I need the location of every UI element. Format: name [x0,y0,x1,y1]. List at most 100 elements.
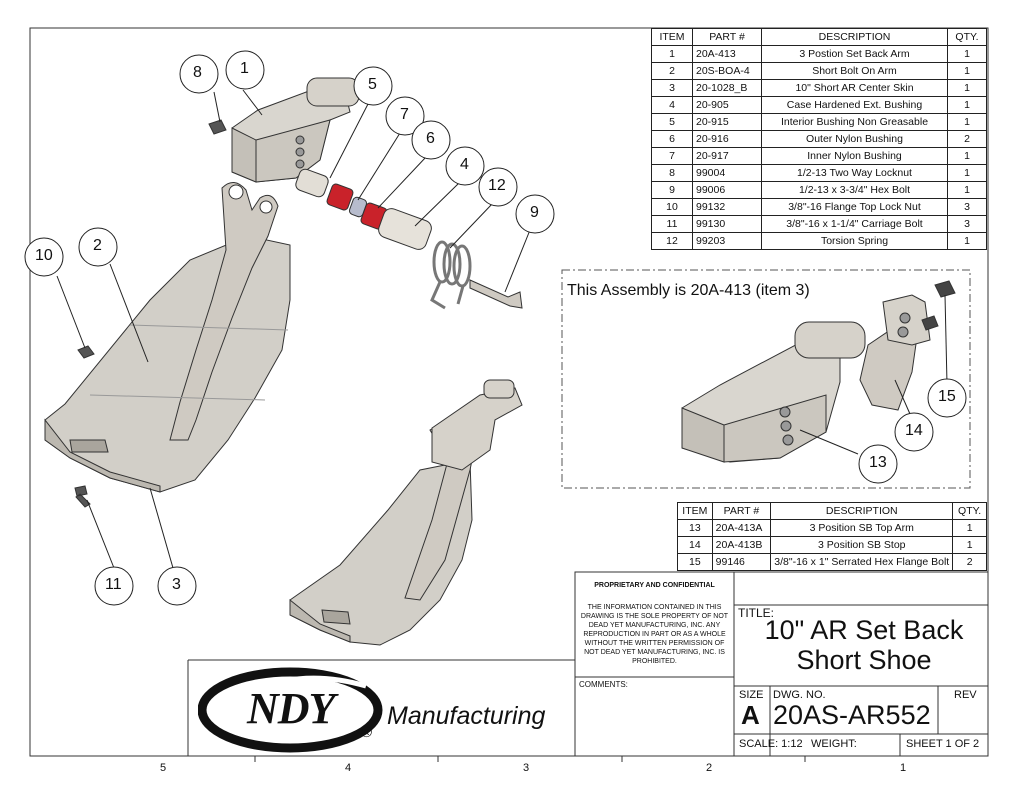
torsion-spring [430,240,472,310]
bom-part-number: 99004 [692,164,762,182]
bom-description: 10" Short AR Center Skin [761,79,948,97]
bom-part-number: 99146 [711,553,772,571]
balloon-1: 1 [240,60,249,77]
zone-label: 5 [160,762,167,774]
proprietary-heading: PROPRIETARY AND CONFIDENTIAL [594,582,715,589]
bom-header-item: ITEM [677,502,713,520]
bom-header-row: ITEM PART # DESCRIPTION QTY. [677,502,987,520]
logo-brand: NDY [247,684,335,733]
dwg-number-label: DWG. NO. [773,689,826,701]
bom-part-number: 20S-BOA-4 [692,62,762,80]
proprietary-body: THE INFORMATION CONTAINED IN THIS DRAWIN… [580,604,729,665]
bom-qty: 1 [947,181,987,199]
size-value: A [741,700,760,730]
set-back-arm-exploded [208,77,360,183]
hex-bolt [469,279,523,309]
bom-part-number: 20-1028_B [692,79,762,97]
bom-description: 3 Position SB Top Arm [770,519,954,537]
ext-bushing [378,208,432,250]
proprietary-notice: PROPRIETARY AND CONFIDENTIAL THE INFORMA… [577,582,732,666]
drawing-title-line1: 10" AR Set Back [764,615,964,645]
bom-header-qty: QTY. [952,502,987,520]
bom-qty: 1 [947,232,987,250]
interior-bushing [295,168,329,198]
assembled-shoe [289,379,523,646]
bom-qty: 2 [952,553,987,571]
rev-label: REV [954,689,977,701]
weight-label: WEIGHT: [811,738,857,750]
bom-part-number: 20A-413A [711,519,772,537]
drawing-title-line2: Short Shoe [796,645,932,675]
balloon-8: 8 [193,64,202,81]
balloon-4: 4 [460,156,469,173]
zone-label: 3 [523,762,530,774]
balloon-12: 12 [488,177,506,194]
balloon-5: 5 [368,76,377,93]
balloon-14: 14 [905,422,923,439]
scale-label: SCALE: 1:12 [739,738,803,750]
bom-qty: 1 [947,62,987,80]
balloon-3: 3 [172,576,181,593]
balloon-13: 13 [869,454,887,471]
sheet-label: SHEET 1 OF 2 [906,738,980,750]
locknut [208,119,227,135]
top-arm-subassembly [681,280,956,463]
balloon-7: 7 [400,106,409,123]
bom-part-number: 20A-413B [711,536,772,554]
bom-description: 3 Position SB Stop [770,536,954,554]
logo-registered: ® [361,724,373,741]
balloon-6: 6 [426,130,435,147]
balloon-circles [24,50,967,606]
zone-label: 4 [345,762,352,774]
comments-label: COMMENTS: [579,680,628,689]
bom-part-number: 20A-413 [692,45,762,63]
leader-lines [56,89,948,569]
ndy-logo-mark [198,667,383,753]
title-label: TITLE: [738,606,775,620]
zone-label: 1 [900,762,907,774]
detail-box [561,269,971,489]
flange-bolt [934,280,956,298]
carriage-bolt [74,485,91,508]
bom-description: Torsion Spring [761,232,948,250]
balloon-2: 2 [93,237,102,254]
bom-part-number: 99130 [692,215,762,233]
bom-header-part: PART # [711,502,772,520]
bom-description: 3/8"-16 x 1" Serrated Hex Flange Bolt [770,553,954,571]
balloon-11: 11 [105,576,122,593]
bom-description: 3/8"-16 x 1-1/4" Carriage Bolt [761,215,948,233]
bom-description: 3/8"-16 Flange Top Lock Nut [761,198,948,216]
zone-label: 2 [706,762,713,774]
bom-part-number: 99203 [692,232,762,250]
bom-part-number: 20-915 [692,113,762,131]
dwg-number: 20AS-AR552 [773,700,931,730]
outer-nylon-bushing [326,183,354,211]
balloon-15: 15 [938,388,956,405]
bom-description: 1/2-13 x 3-3/4" Hex Bolt [761,181,948,199]
bom-part-number: 99006 [692,181,762,199]
subassembly-note: This Assembly is 20A-413 (item 3) [567,282,810,299]
bom-header-item: ITEM [651,28,693,46]
balloon-10: 10 [35,247,53,264]
size-label: SIZE [739,689,764,701]
logo-word: Manufacturing [387,702,546,730]
balloon-9: 9 [530,204,539,221]
bolt-on-arm [169,182,279,441]
